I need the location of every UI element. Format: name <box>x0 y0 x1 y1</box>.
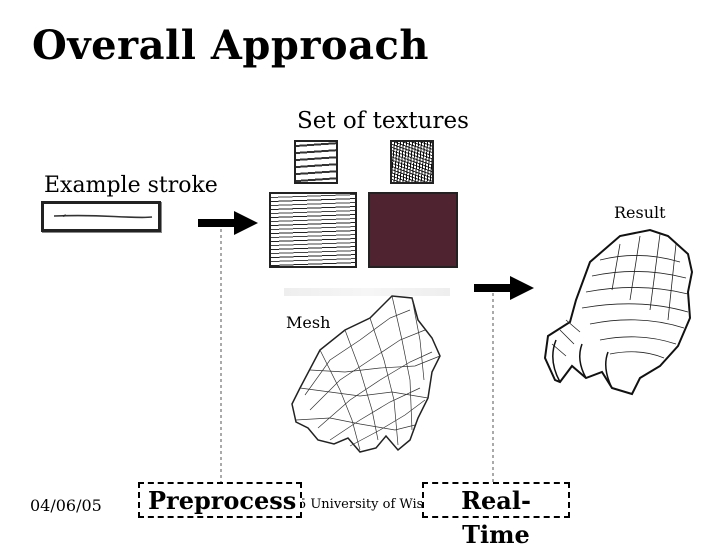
wood-texture-large <box>269 192 357 268</box>
arrow-right-icon <box>198 211 258 235</box>
result-label: Result <box>614 203 666 222</box>
result-hand-image <box>543 228 694 396</box>
mesh-label: Mesh <box>286 313 331 332</box>
textures-label: Set of textures <box>297 108 469 134</box>
copyright-notice: © 2005 University of Wisconsin <box>256 497 467 512</box>
arrow-right-icon <box>474 276 534 300</box>
mesh-hand-image <box>291 295 441 453</box>
preprocess-box: Preprocess <box>138 482 302 518</box>
wood-texture-small <box>294 140 338 184</box>
stroke-line <box>53 214 153 219</box>
slide-date: 04/06/05 <box>30 496 102 515</box>
example-stroke-label: Example stroke <box>44 173 218 198</box>
example-stroke-box <box>41 201 161 232</box>
crosshatch-texture-small <box>390 140 434 184</box>
mesh-strip <box>284 288 450 296</box>
dark-texture-swatch <box>368 192 458 268</box>
realtime-box: Real-Time <box>422 482 570 549</box>
diagram-graphics <box>198 211 694 482</box>
slide-title: Overall Approach <box>32 22 429 69</box>
